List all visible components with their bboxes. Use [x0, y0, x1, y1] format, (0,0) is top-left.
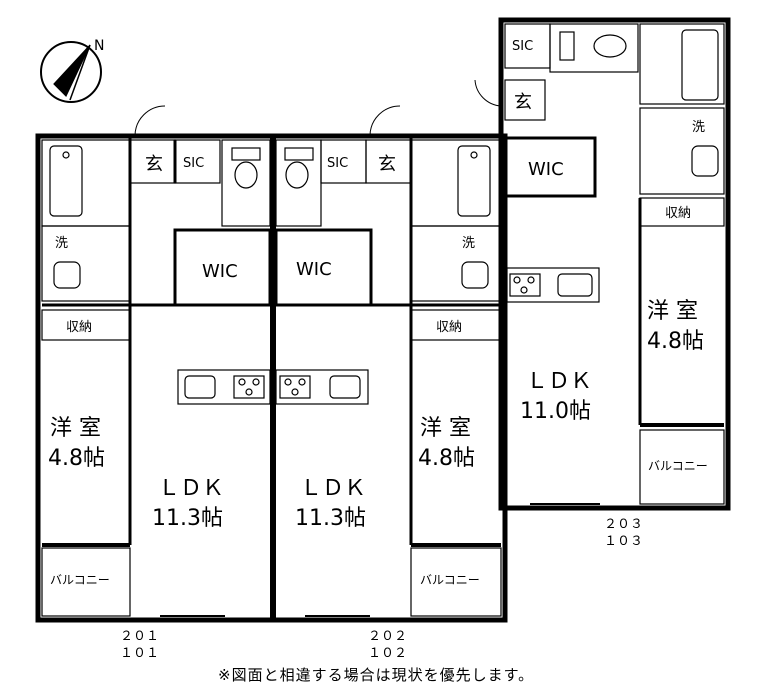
room-label: 洋 室	[420, 416, 471, 441]
entrance-label: 玄	[378, 154, 396, 175]
footnote: ※図面と相違する場合は現状を優先します。	[218, 666, 535, 684]
north-arrow-icon: N	[40, 38, 104, 103]
balcony-label: バルコニー	[50, 573, 110, 587]
unit-201	[35, 105, 276, 623]
storage-label: 収納	[665, 206, 691, 221]
entrance-label: 玄	[514, 92, 532, 113]
sic-label: SIC	[512, 39, 533, 54]
room-size: 4.8帖	[647, 329, 704, 354]
unit-202	[270, 105, 508, 623]
storage-label: 収納	[436, 320, 462, 335]
wic-label: WIC	[202, 261, 238, 282]
unit-number-top: ２０３	[604, 517, 643, 532]
unit-203	[474, 17, 731, 511]
unit-number-bottom: １０１	[120, 646, 159, 661]
ldk-label: ＬＤＫ	[526, 369, 592, 394]
ldk-label: ＬＤＫ	[158, 476, 224, 501]
ldk-size: 11.3帖	[295, 506, 366, 531]
room-size: 4.8帖	[418, 446, 475, 471]
balcony-label: バルコニー	[648, 459, 708, 473]
ldk-size: 11.0帖	[520, 399, 591, 424]
unit-number-top: ２０２	[368, 629, 407, 644]
room-label: 洋 室	[50, 416, 101, 441]
wic-label: WIC	[296, 259, 332, 280]
room-size: 4.8帖	[48, 446, 105, 471]
svg-text:N: N	[94, 38, 104, 54]
wic-label: WIC	[528, 159, 564, 180]
unit-number-top: ２０１	[120, 629, 159, 644]
unit-number-bottom: １０２	[368, 646, 407, 661]
room-label: 洋 室	[647, 299, 698, 324]
storage-label: 収納	[66, 320, 92, 335]
ldk-size: 11.3帖	[152, 506, 223, 531]
wash-label: 洗	[55, 236, 68, 251]
balcony-label: バルコニー	[420, 573, 480, 587]
wash-label: 洗	[462, 236, 475, 251]
entrance-label: 玄	[145, 154, 163, 175]
wash-label: 洗	[692, 120, 705, 135]
unit-number-bottom: １０３	[604, 534, 643, 549]
ldk-label: ＬＤＫ	[300, 476, 366, 501]
sic-label: SIC	[183, 156, 204, 171]
sic-label: SIC	[327, 156, 348, 171]
